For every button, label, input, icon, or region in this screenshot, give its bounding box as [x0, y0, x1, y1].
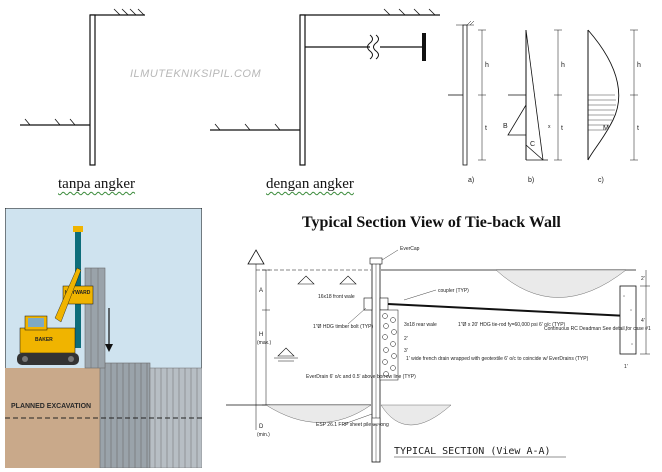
label-panel-b: b) [528, 177, 534, 184]
brand-line-2: BAKER [35, 337, 53, 343]
label-planned-excavation: PLANNED EXCAVATION [11, 403, 91, 410]
dim-2ft-drain: 2' [404, 336, 408, 342]
label-coupler: coupler (TYP) [438, 288, 469, 294]
dim-4ft: 4' [641, 318, 645, 324]
label-french-drain: 1' wide french drain wrapped with geotex… [406, 356, 589, 362]
dim-1ft: 1' [624, 364, 628, 370]
label-a-t: t [485, 125, 487, 132]
label-c-t: t [637, 125, 639, 132]
label-b-h: h [561, 62, 565, 69]
sheet-pile-rig-illustration: PLANNED EXCAVATION HAYWARD BAKER [5, 208, 202, 468]
dim-D: D [259, 424, 264, 430]
caption-dengan-angker: dengan angker [266, 176, 354, 192]
watermark: ILMUTEKNIKSIPIL.COM [130, 68, 262, 80]
label-b-t: t [561, 125, 563, 132]
cantilever-wall-diagram [20, 8, 145, 166]
label-front-wale: 16x18 front wale [318, 294, 355, 300]
section-title: Typical Section View of Tie-back Wall [302, 214, 561, 231]
label-b-B: B [503, 123, 508, 130]
label-evercap: EverCap [400, 246, 420, 252]
dim-H: H [259, 332, 263, 338]
label-everdrain: EverDrain 6' o/c and 0.5' above borrow l… [306, 374, 416, 380]
dim-2ft: 2' [641, 276, 645, 282]
label-c-h: h [637, 62, 641, 69]
dim-H-max: (max.) [257, 340, 272, 346]
label-tie-rod: 1"Ø x 20' HDG tie-rod fy=60,000 psi 6' o… [458, 322, 566, 328]
dim-A: A [259, 288, 263, 294]
panel-b: h t B C x b) [503, 29, 565, 184]
tieback-section-drawing: A H (max.) D (min.) EverCap 16x18 front … [226, 246, 651, 463]
dim-D-min: (min.) [257, 432, 270, 438]
label-a-h: h [485, 62, 489, 69]
label-rear-wale: 3x18 rear wale [404, 322, 437, 328]
label-b-x: x [548, 124, 551, 130]
panel-c: h t M c) [587, 29, 641, 184]
caption-tanpa-angker: tanpa angker [58, 176, 136, 192]
label-panel-c: c) [598, 177, 604, 184]
label-c-M: M [603, 125, 609, 132]
anchored-wall-diagram [210, 8, 440, 166]
label-deadman: Continuous RC Deadman See detail for cas… [544, 326, 651, 332]
label-hdg-bolt: 1"Ø HDG timber bolt (TYP) [313, 324, 373, 330]
label-b-C: C [530, 141, 535, 148]
section-subtitle: TYPICAL SECTION (View A-A) [394, 446, 551, 457]
panel-a: h t a) [448, 20, 489, 184]
label-panel-a: a) [468, 177, 474, 184]
dim-3ft: 3' [404, 348, 408, 354]
pressure-diagrams: h t a) h t B C x b) h t [448, 20, 641, 184]
label-sheet-pile: ESP 26.1 FRP sheet pile 9L long [316, 422, 389, 428]
brand-line-1: HAYWARD [65, 290, 91, 296]
